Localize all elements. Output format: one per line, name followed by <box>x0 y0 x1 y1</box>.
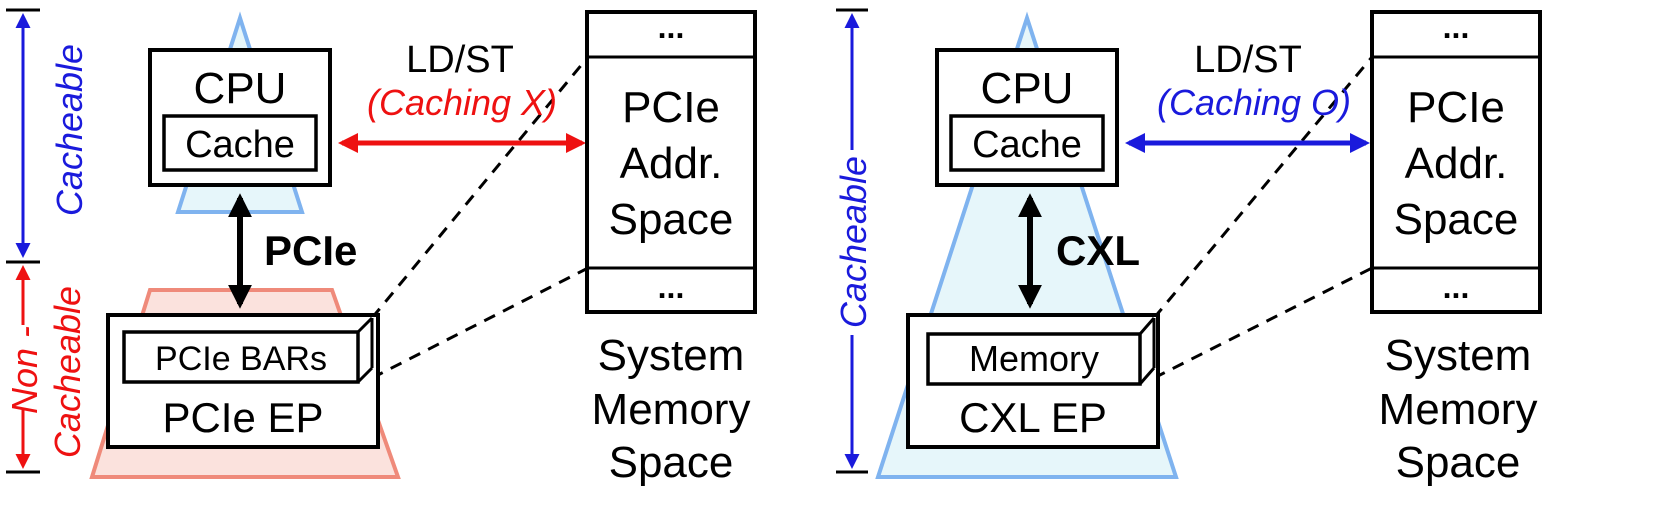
left-bars-box <box>122 330 360 384</box>
right-ellipsis-bottom: ... <box>1443 269 1470 305</box>
left-bars-label: PCIe BARs <box>155 340 327 378</box>
right-device-label: CXL EP <box>959 394 1107 441</box>
right-cache-label: Cache <box>972 124 1082 166</box>
left-caching-label: (Caching X) <box>367 82 557 123</box>
left-cache-box <box>162 114 318 172</box>
right-ldst-label: LD/ST <box>1194 39 1302 81</box>
left-sysmem-column <box>585 10 757 314</box>
left-ldst-label: LD/ST <box>406 39 514 81</box>
left-noncacheable-label-line1: Non - <box>4 326 45 414</box>
left-ellipsis-bottom: ... <box>658 269 685 305</box>
right-cache-box <box>949 114 1105 172</box>
right-sysmem-column <box>1370 10 1542 314</box>
right-memory-label: Memory <box>969 338 1099 379</box>
right-sysmem-line3: Space <box>1396 438 1521 487</box>
left-cacheable-label: Cacheable <box>49 44 90 216</box>
left-link-label: PCIe <box>264 227 357 274</box>
left-panel: CPU Cache PCIe PCIe BARs PCIe EP LD/ST (… <box>4 8 757 487</box>
left-ellipsis-top: ... <box>658 9 685 45</box>
right-sysmem-line2: Memory <box>1379 385 1538 434</box>
right-sysmem-line1: System <box>1385 331 1532 380</box>
left-map-line-bottom <box>371 266 589 380</box>
right-addr-space-line1: PCIe <box>1407 83 1505 132</box>
left-bars-3d-edge-top <box>356 316 374 334</box>
right-cpu-label: CPU <box>981 64 1074 113</box>
right-link-label: CXL <box>1056 227 1140 274</box>
right-memory-box <box>926 332 1142 386</box>
right-panel: CPU Cache CXL Memory CXL EP LD/ST (Cachi… <box>833 8 1542 487</box>
right-map-line-bottom <box>1153 266 1373 380</box>
right-addr-space-line3: Space <box>1394 195 1519 244</box>
left-addr-space-line2: Addr. <box>620 139 723 188</box>
left-cache-label: Cache <box>185 124 295 166</box>
left-map-line-top <box>370 56 590 319</box>
left-noncacheable-label-line2: Cacheable <box>47 286 88 458</box>
left-device-label: PCIe EP <box>162 394 323 441</box>
right-caching-label: (Caching O) <box>1157 82 1351 123</box>
right-addr-space-line2: Addr. <box>1405 139 1508 188</box>
left-addr-space-line3: Space <box>609 195 734 244</box>
left-addr-space-line1: PCIe <box>622 83 720 132</box>
left-sysmem-line3: Space <box>609 438 734 487</box>
left-sysmem-line1: System <box>598 331 745 380</box>
left-cpu-label: CPU <box>194 64 287 113</box>
right-map-line-top <box>1152 56 1374 319</box>
left-bars-3d-edge-bottom <box>356 366 374 384</box>
right-memory-3d-edge-top <box>1138 317 1156 335</box>
right-cacheable-label: Cacheable <box>833 156 874 328</box>
left-sysmem-line2: Memory <box>592 385 751 434</box>
right-memory-3d-edge-bottom <box>1138 367 1156 385</box>
right-ellipsis-top: ... <box>1443 9 1470 45</box>
